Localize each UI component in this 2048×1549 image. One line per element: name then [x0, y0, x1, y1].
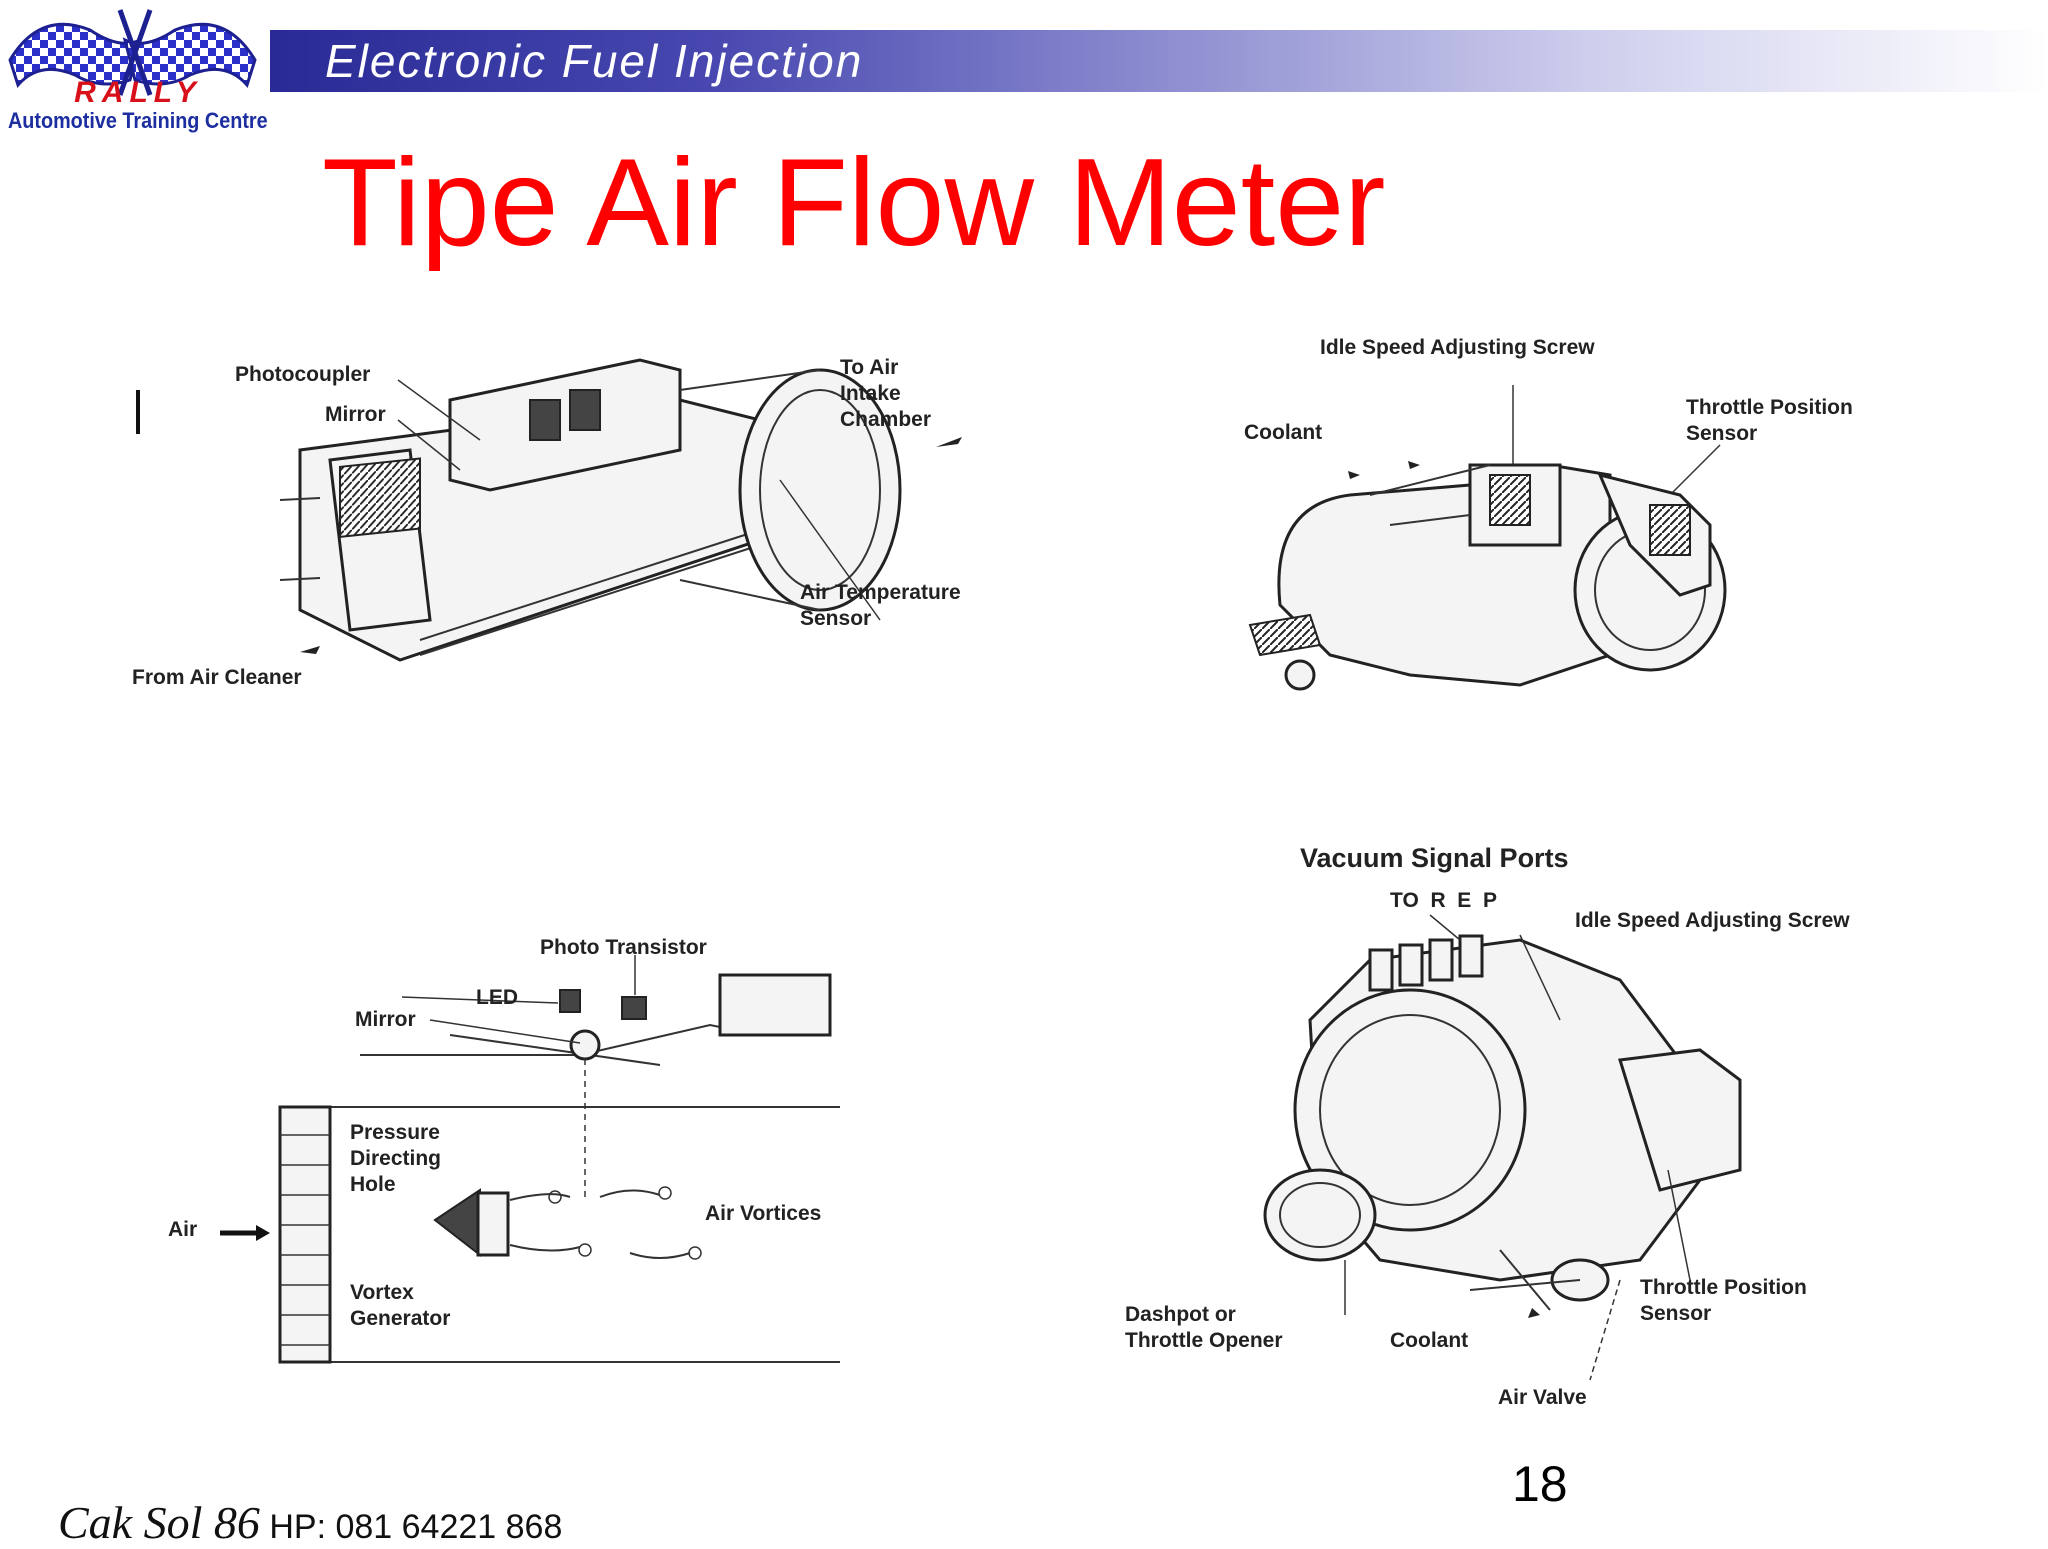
logo-rally-text: RALLY [74, 76, 202, 109]
label-vacuum-signal-ports: Vacuum Signal Ports [1300, 843, 1569, 873]
label-coolant-bottom: Coolant [1390, 1329, 1469, 1352]
label-to-air-intake: To Air Intake Chamber [840, 356, 932, 431]
checkered-flags-icon [8, 9, 257, 96]
throttle-body-diagram-1: Idle Speed Adjusting Screw Coolant Throt… [1230, 325, 1970, 715]
label-throttle-position-sensor-bottom: Throttle Position Sensor [1640, 1276, 1807, 1325]
label-idle-speed-screw-top: Idle Speed Adjusting Screw [1320, 336, 1595, 359]
label-coolant-top: Coolant [1244, 421, 1323, 444]
label-air-vortices: Air Vortices [705, 1202, 822, 1225]
throttle-body-illustration-1 [1248, 385, 1727, 691]
throttle-body-illustration-2 [1263, 914, 1742, 1381]
label-from-air-cleaner: From Air Cleaner [132, 666, 302, 689]
slide-title: Tipe Air Flow Meter [322, 134, 1386, 272]
header-bar [270, 30, 2048, 92]
logo-subtext: Automotive Training Centre [8, 108, 268, 133]
footer-contact: HP: 081 64221 868 [259, 1508, 563, 1546]
throttle-body-diagram-2: Vacuum Signal Ports TO R E P Idle Speed … [1120, 840, 1980, 1430]
label-port-letters: TO R E P [1390, 889, 1497, 912]
rally-logo: RALLY Automotive Training Centre [0, 0, 270, 140]
karman-vortex-diagram: Photo Transistor LED Mirror Pressure Dir… [160, 935, 860, 1375]
label-idle-speed-screw-bottom: Idle Speed Adjusting Screw [1575, 909, 1850, 932]
label-air-temperature-sensor: Air Temperature Sensor [800, 581, 961, 630]
label-dashpot: Dashpot or Throttle Opener [1125, 1303, 1283, 1352]
label-photocoupler: Photocoupler [235, 363, 371, 386]
label-vortex-generator: Vortex Generator [350, 1281, 451, 1330]
label-pressure-directing-hole: Pressure Directing Hole [350, 1121, 442, 1196]
label-air: Air [168, 1218, 198, 1241]
label-air-valve: Air Valve [1498, 1386, 1587, 1409]
label-led: LED [476, 986, 518, 1009]
karman-vortex-illustration [220, 955, 840, 1364]
air-flow-meter-illustration [136, 358, 962, 662]
label-mirror-bottom: Mirror [355, 1008, 416, 1031]
label-throttle-position-sensor-top: Throttle Position Sensor [1686, 396, 1853, 445]
footer-signature: Cak Sol 86 [58, 1497, 260, 1548]
page-number: 18 [1512, 1456, 1568, 1512]
label-mirror-top: Mirror [325, 403, 386, 426]
header-title: Electronic Fuel Injection [325, 35, 864, 87]
label-photo-transistor: Photo Transistor [540, 936, 707, 959]
air-flow-meter-cutaway-diagram: Photocoupler Mirror To Air Intake Chambe… [120, 330, 1020, 730]
footer: Cak Sol 86 HP: 081 64221 868 [58, 1496, 562, 1549]
